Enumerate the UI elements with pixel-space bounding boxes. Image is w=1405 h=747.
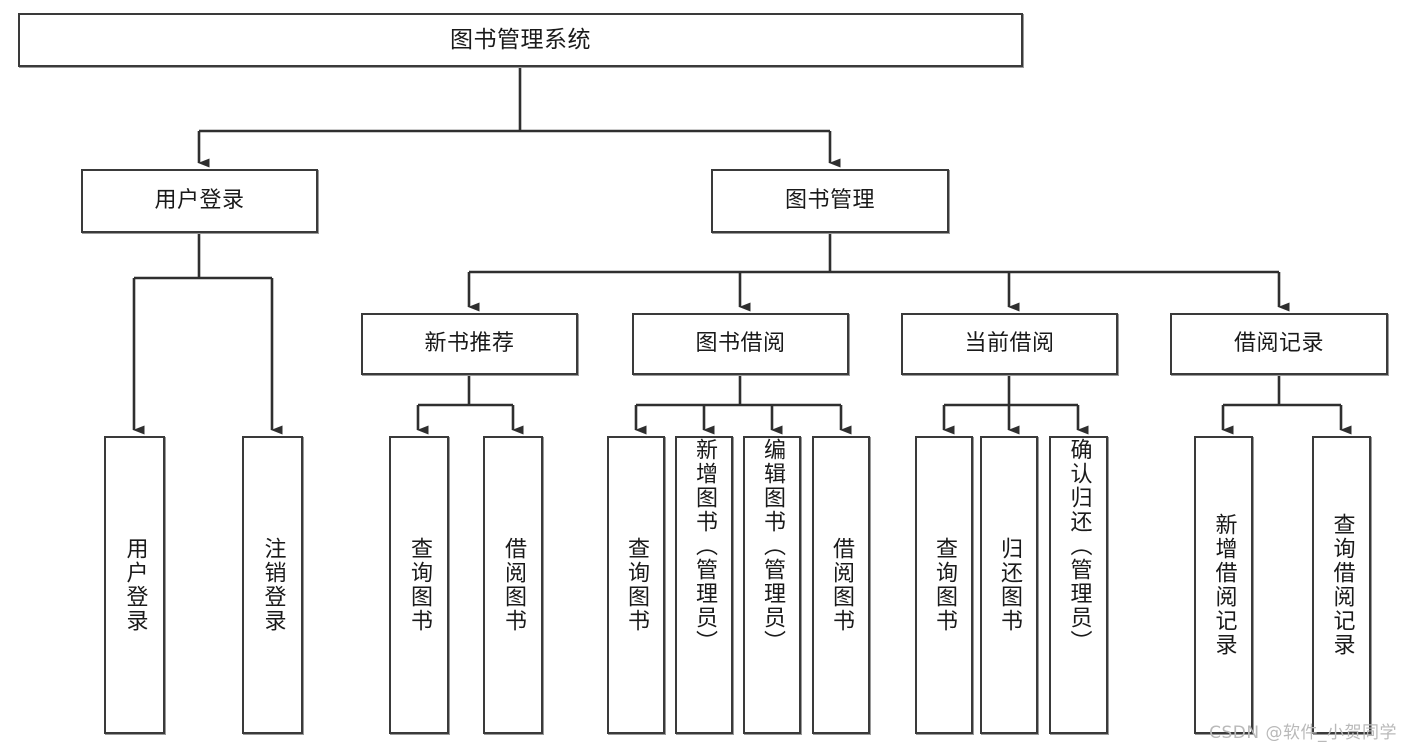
watermark-text: CSDN @软件_小贺同学: [1209, 723, 1397, 743]
node-label: 借阅图书: [829, 537, 854, 633]
node-label: 新增图书（管理员）: [692, 438, 717, 654]
node-label: 新书推荐: [424, 331, 515, 357]
node-label: 确认归还（管理员）: [1066, 438, 1092, 654]
node-label: 编辑图书（管理员）: [760, 438, 785, 654]
leaf-edit-book-admin[interactable]: 编辑图书（管理员）: [743, 436, 801, 734]
node-label: 用户登录: [122, 537, 148, 633]
leaf-borrow-book-new[interactable]: 借阅图书: [483, 436, 543, 734]
leaf-confirm-return-admin[interactable]: 确认归还（管理员）: [1049, 436, 1108, 734]
leaf-query-borrow-record[interactable]: 查询借阅记录: [1312, 436, 1371, 734]
leaf-query-book-borrow[interactable]: 查询图书: [607, 436, 665, 734]
node-label: 借阅图书: [501, 537, 526, 633]
node-label: 查询图书: [407, 537, 432, 633]
node-borrow-record[interactable]: 借阅记录: [1170, 313, 1388, 375]
node-label: 查询图书: [932, 537, 957, 633]
node-label: 查询借阅记录: [1329, 513, 1355, 657]
leaf-query-book-new[interactable]: 查询图书: [389, 436, 449, 734]
node-label: 查询图书: [624, 537, 649, 633]
leaf-add-borrow-record[interactable]: 新增借阅记录: [1194, 436, 1253, 734]
node-root-system[interactable]: 图书管理系统: [18, 13, 1023, 67]
node-label: 借阅记录: [1233, 331, 1324, 357]
leaf-add-book-admin[interactable]: 新增图书（管理员）: [675, 436, 733, 734]
leaf-query-book-current[interactable]: 查询图书: [915, 436, 973, 734]
node-label: 注销登录: [260, 537, 286, 633]
node-label: 归还图书: [997, 537, 1022, 633]
leaf-logout[interactable]: 注销登录: [242, 436, 303, 734]
node-label: 图书借阅: [695, 331, 786, 357]
node-current-borrow[interactable]: 当前借阅: [901, 313, 1118, 375]
leaf-return-book[interactable]: 归还图书: [980, 436, 1038, 734]
node-label: 当前借阅: [964, 331, 1055, 357]
node-label: 新增借阅记录: [1211, 513, 1237, 657]
node-label: 用户登录: [154, 188, 245, 214]
node-label: 图书管理系统: [450, 26, 591, 53]
leaf-user-login[interactable]: 用户登录: [104, 436, 165, 734]
node-user-login[interactable]: 用户登录: [81, 169, 318, 233]
node-new-book-recommend[interactable]: 新书推荐: [361, 313, 578, 375]
node-book-borrow[interactable]: 图书借阅: [632, 313, 849, 375]
node-label: 图书管理: [784, 188, 875, 214]
leaf-borrow-book[interactable]: 借阅图书: [812, 436, 870, 734]
node-book-management[interactable]: 图书管理: [711, 169, 949, 233]
